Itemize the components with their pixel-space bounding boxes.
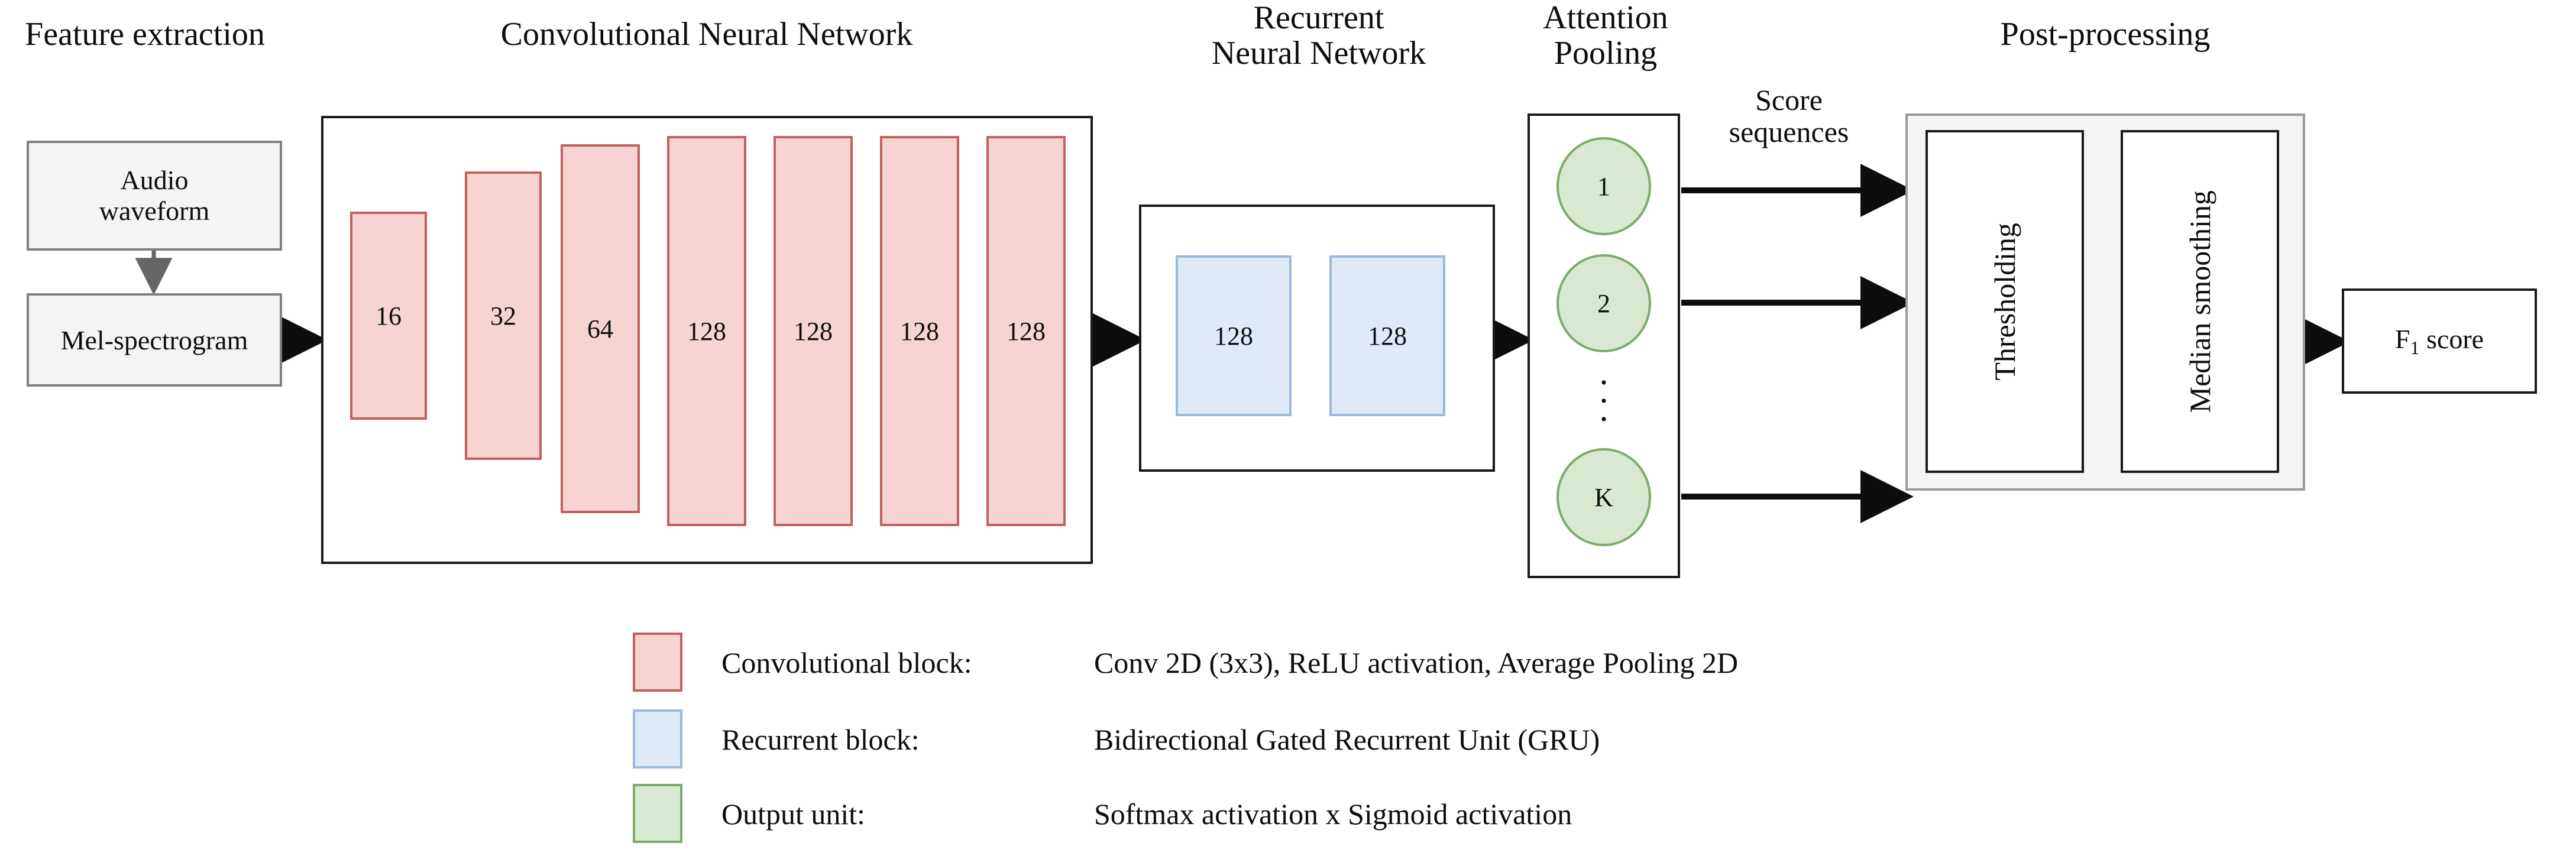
section-title-attention-pooling: Attention Pooling bbox=[1543, 0, 1668, 72]
legend-swatch-conv bbox=[633, 633, 682, 692]
output-unit-label: K bbox=[1594, 482, 1613, 512]
recurrent-block-128-2[interactable]: 128 bbox=[1329, 255, 1445, 416]
recurrent-block-label: 128 bbox=[1214, 321, 1253, 351]
conv-block-128-2[interactable]: 128 bbox=[774, 136, 853, 526]
mel-spectrogram-label: Mel-spectrogram bbox=[60, 325, 248, 355]
label-score-sequences: Score sequences bbox=[1729, 83, 1849, 148]
audio-waveform-label: Audio waveform bbox=[99, 165, 210, 226]
conv-block-16[interactable]: 16 bbox=[350, 212, 427, 420]
output-unit-k[interactable]: K bbox=[1556, 448, 1651, 546]
audio-waveform-box[interactable]: Audio waveform bbox=[27, 141, 282, 251]
conv-block-128-4[interactable]: 128 bbox=[986, 136, 1066, 526]
median-smoothing-label: Median smoothing bbox=[2183, 190, 2216, 413]
thresholding-box[interactable]: Thresholding bbox=[1925, 130, 2084, 473]
section-title-cnn: Convolutional Neural Network bbox=[500, 16, 913, 53]
output-unit-1[interactable]: 1 bbox=[1556, 137, 1651, 235]
legend-desc-recurrent: Bidirectional Gated Recurrent Unit (GRU) bbox=[1094, 723, 1600, 756]
conv-block-32[interactable]: 32 bbox=[465, 171, 542, 460]
legend-swatch-recurrent bbox=[633, 709, 682, 769]
conv-block-label: 128 bbox=[900, 316, 939, 346]
thresholding-label: Thresholding bbox=[1988, 222, 2021, 381]
recurrent-block-label: 128 bbox=[1368, 321, 1407, 351]
conv-block-label: 32 bbox=[490, 301, 516, 330]
section-title-post-processing: Post-processing bbox=[2000, 16, 2211, 53]
legend-name-output: Output unit: bbox=[721, 797, 866, 831]
output-unit-label: 1 bbox=[1597, 171, 1610, 201]
legend-desc-conv: Conv 2D (3x3), ReLU activation, Average … bbox=[1094, 646, 1739, 679]
legend-name-conv: Convolutional block: bbox=[721, 646, 972, 679]
conv-block-128-1[interactable]: 128 bbox=[667, 136, 746, 526]
f1-prefix: F bbox=[2394, 323, 2410, 354]
section-title-rnn: Recurrent Neural Network bbox=[1211, 0, 1426, 72]
legend-desc-output: Softmax activation x Sigmoid activation bbox=[1094, 797, 1572, 831]
conv-block-label: 128 bbox=[794, 316, 833, 346]
conv-block-128-3[interactable]: 128 bbox=[880, 136, 959, 526]
recurrent-block-128-1[interactable]: 128 bbox=[1176, 255, 1292, 416]
output-unit-2[interactable]: 2 bbox=[1556, 254, 1651, 352]
f1-score-label: F1 score bbox=[2395, 323, 2484, 359]
output-unit-label: 2 bbox=[1597, 288, 1610, 318]
conv-block-label: 64 bbox=[587, 314, 613, 343]
conv-block-label: 16 bbox=[376, 301, 402, 330]
mel-spectrogram-box[interactable]: Mel-spectrogram bbox=[27, 293, 282, 387]
conv-block-label: 128 bbox=[687, 316, 726, 346]
section-title-feature-extraction: Feature extraction bbox=[25, 16, 265, 53]
f1-score-box[interactable]: F1 score bbox=[2342, 288, 2537, 394]
f1-suffix: score bbox=[2419, 323, 2484, 354]
legend-name-recurrent: Recurrent block: bbox=[721, 723, 920, 756]
f1-subscript: 1 bbox=[2410, 337, 2420, 359]
attention-ellipsis-icon: · · · bbox=[1598, 363, 1610, 439]
median-smoothing-box[interactable]: Median smoothing bbox=[2121, 130, 2279, 473]
conv-block-64[interactable]: 64 bbox=[561, 144, 640, 513]
conv-block-label: 128 bbox=[1007, 316, 1046, 346]
legend-swatch-output bbox=[633, 784, 682, 843]
